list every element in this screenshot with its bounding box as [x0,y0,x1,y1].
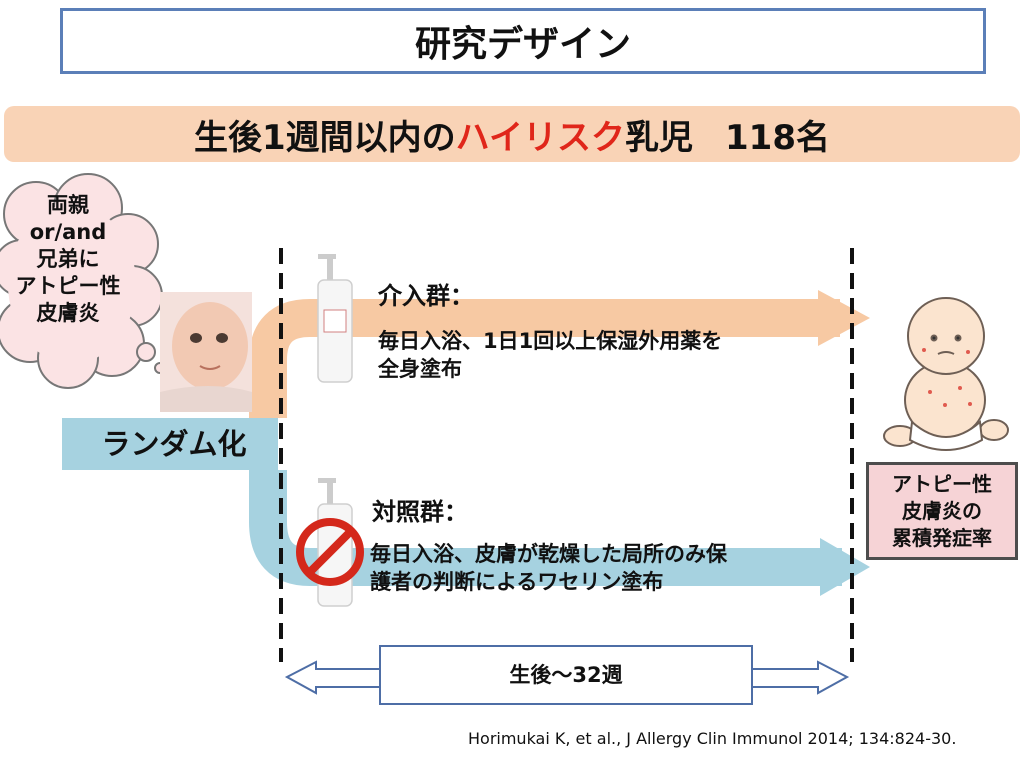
intervention-group-title: 介入群： [378,282,474,310]
duration-label: 生後～32週 [509,663,623,687]
outcome-line: アトピー性 [892,472,992,496]
baby-eczema-illustration-icon [883,297,1009,451]
banner-suffix: 乳児 [625,117,693,158]
outcome-box: アトピー性 皮膚炎の 累積発症率 [866,462,1018,560]
intervention-line: 全身塗布 [378,357,462,381]
moisturizer-bottle-icon [317,254,353,383]
intervention-arrow-shaft [249,299,840,418]
duration-arrow-right [751,660,850,695]
cloud-line: 両親 [47,193,89,217]
prohibition-icon [296,518,364,586]
page-title: 研究デザイン [60,8,986,74]
duration-box [379,645,753,705]
control-group-title: 対照群： [372,498,468,526]
intervention-group-description: 毎日入浴、1日1回以上保湿外用薬を 全身塗布 [378,327,838,383]
cloud-line: 兄弟に [36,247,100,271]
banner-prefix: 生後1週間以内の [194,117,456,158]
control-arrow-head [820,538,870,596]
baby-photo-icon [160,292,252,412]
rash-dots [922,348,972,407]
outcome-line: 皮膚炎の [902,499,982,523]
population-banner: 生後1週間以内のハイリスク乳児 118名 [4,106,1020,162]
intervention-line: 毎日入浴、1日1回以上保湿外用薬を [378,329,723,353]
banner-highlight: ハイリスク [455,117,625,158]
intervention-arrow-head [818,290,870,346]
control-group-description: 毎日入浴、皮膚が乾燥した局所のみ保 護者の判断によるワセリン塗布 [370,540,850,596]
randomization-block [62,418,278,470]
thought-cloud-fill [8,204,136,364]
cloud-line: or/and [29,220,107,244]
control-line: 護者の判断によるワセリン塗布 [370,570,664,594]
duration-arrow-left [284,660,381,695]
control-line: 毎日入浴、皮膚が乾燥した局所のみ保 [370,542,727,566]
randomization-label: ランダム化 [101,427,247,461]
page-title-text: 研究デザイン [414,24,631,65]
citation: Horimukai K, et al., J Allergy Clin Immu… [468,729,957,748]
outcome-line: 累積発症率 [892,526,992,550]
banner-count: 118名 [725,117,830,158]
risk-factor-cloud: 両親 or/and 兄弟に アトピー性 皮膚炎 [14,192,122,327]
cloud-line: アトピー性 [15,274,121,298]
cloud-line: 皮膚炎 [36,301,100,325]
thought-bubble-small-icon [136,342,156,362]
